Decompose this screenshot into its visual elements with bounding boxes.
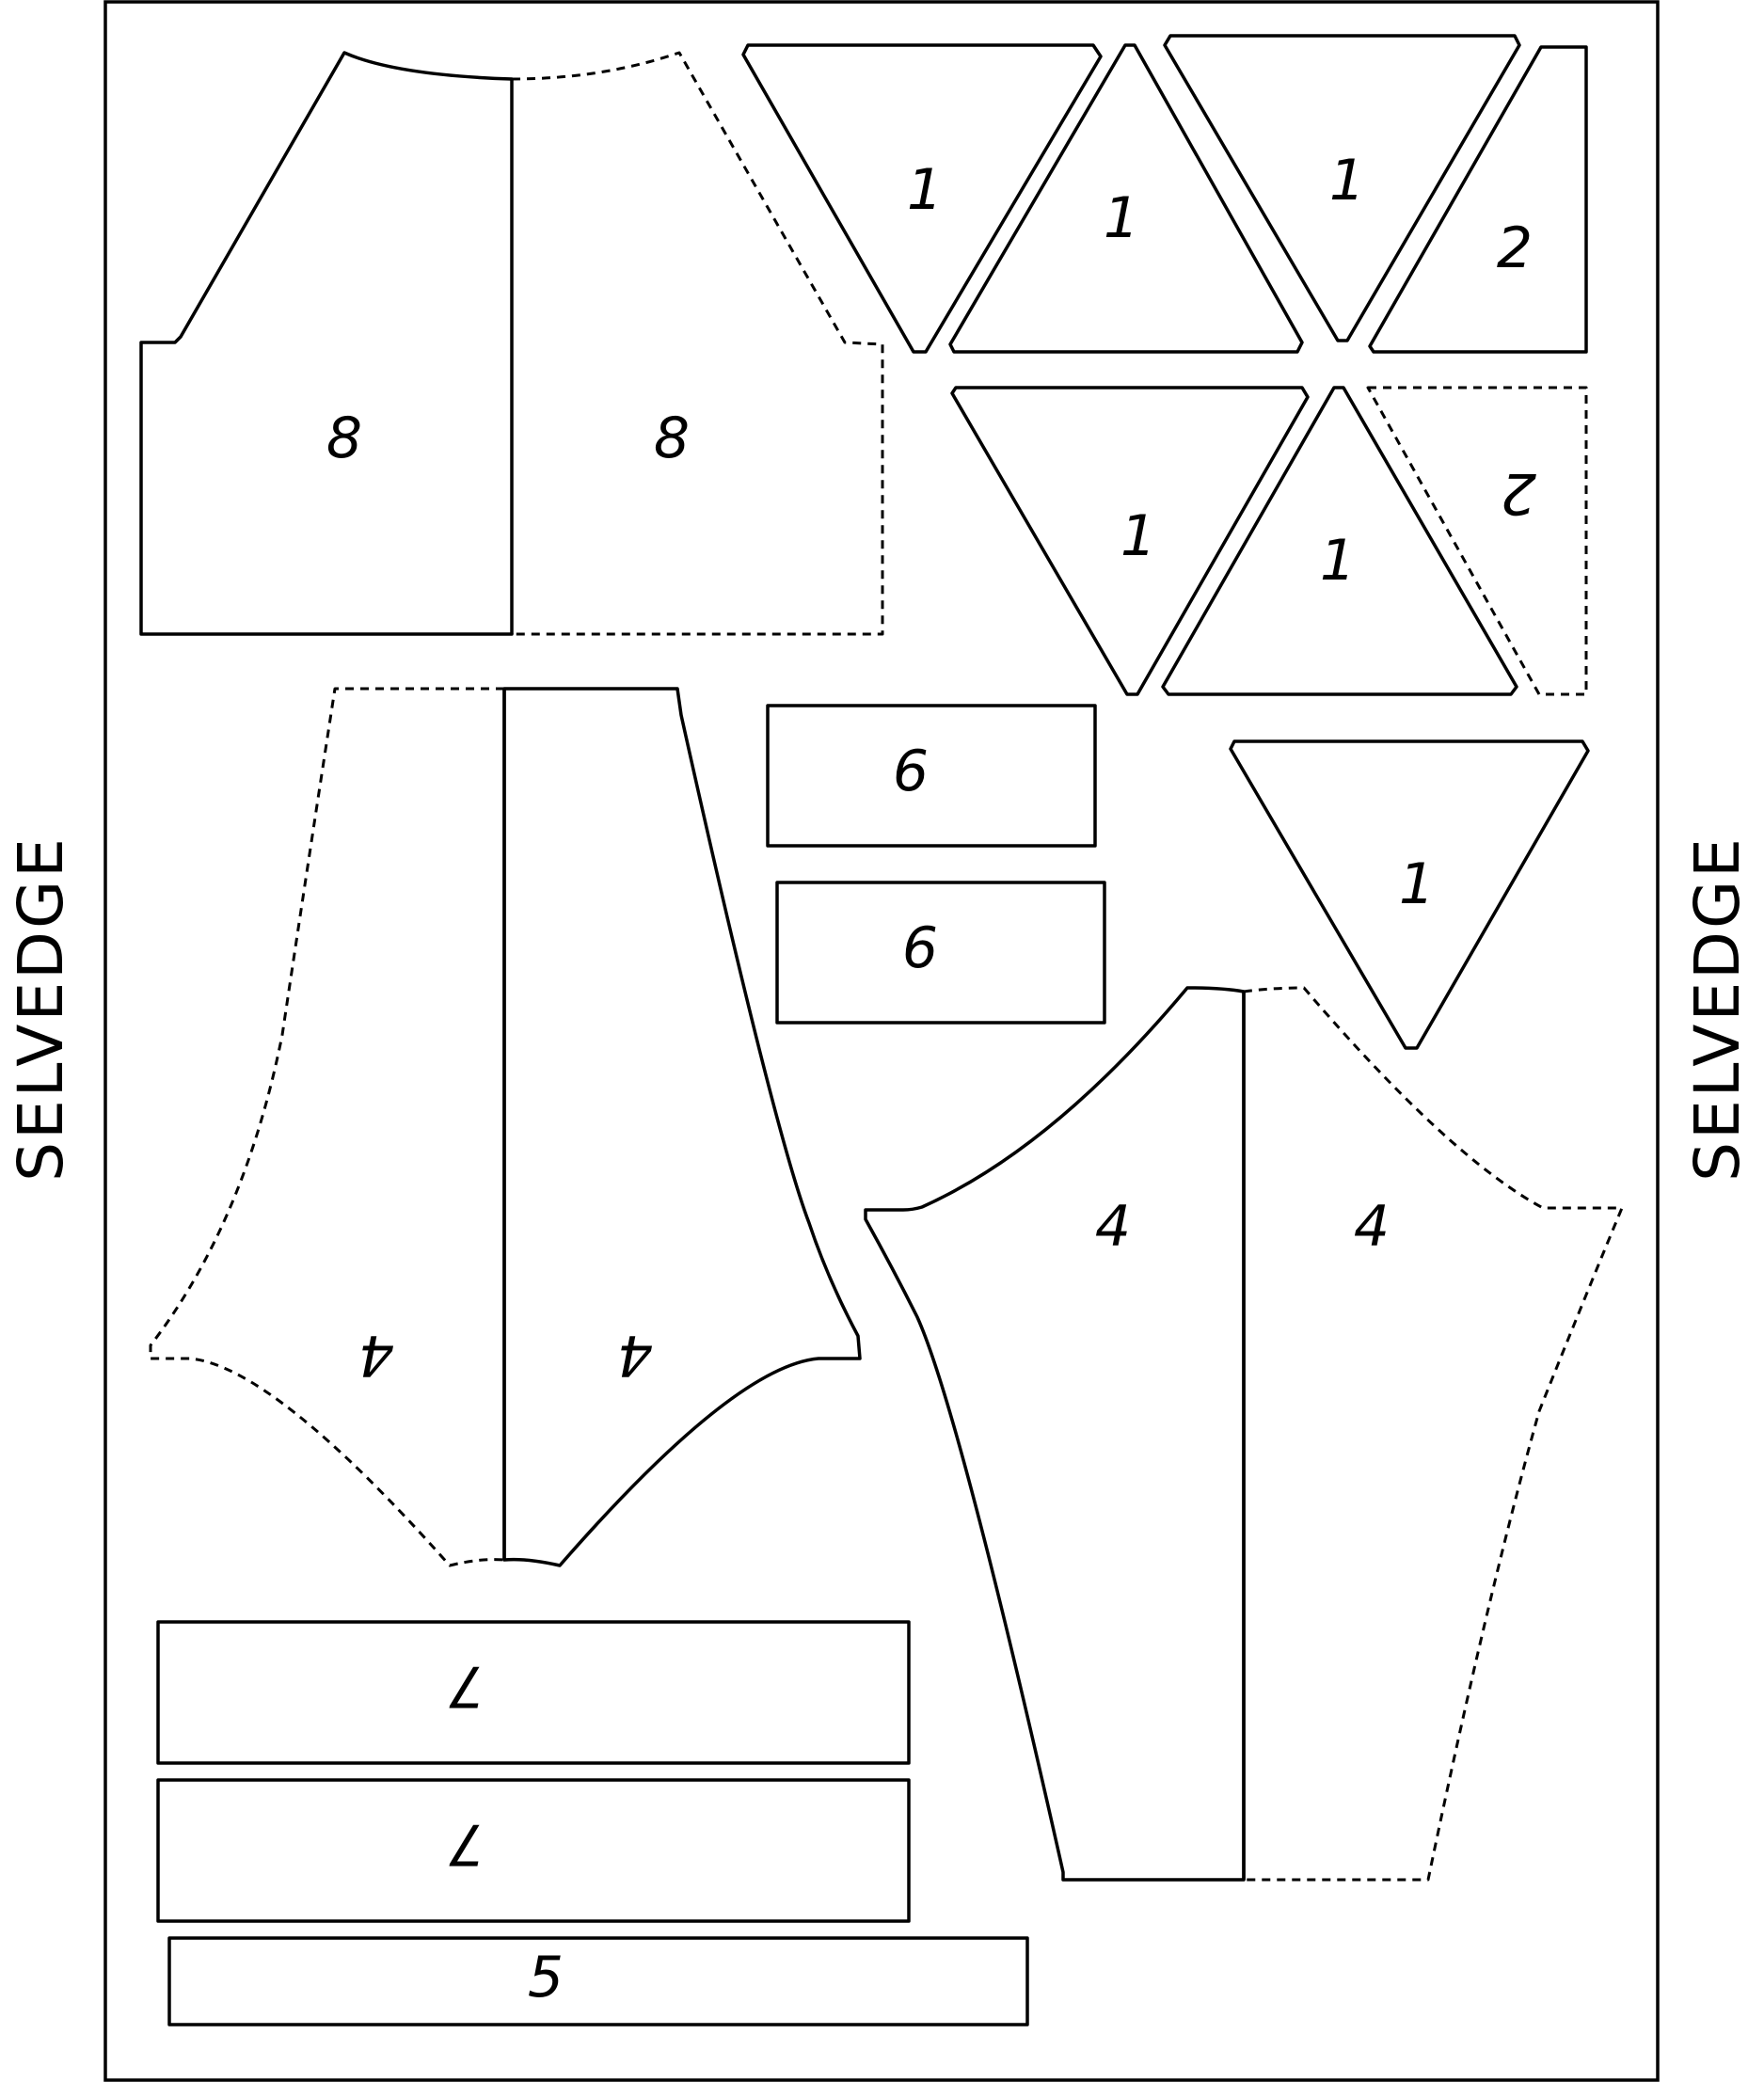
- piece-5-rect: [167, 1936, 1029, 2026]
- piece-1-number-a: 1: [907, 157, 943, 223]
- piece-1-number-f: 1: [1399, 851, 1435, 917]
- piece-6-number-b: 6: [902, 915, 938, 981]
- piece-2-number-a: 2: [1497, 215, 1533, 281]
- piece-2-number-b-upside-down: 2: [1501, 460, 1536, 526]
- piece-1-triangle-e: [1161, 386, 1518, 696]
- piece-4-number-left-b: 4: [617, 1322, 653, 1388]
- piece-1-number-b: 1: [1104, 185, 1139, 251]
- piece-4-right-mirror-dashed: [1243, 986, 1624, 1882]
- piece-8-outline: [139, 51, 514, 636]
- piece-7-number-a-upside-down: 7: [449, 1653, 485, 1719]
- piece-1-number-e: 1: [1320, 528, 1356, 594]
- piece-4-right-group: 4 4: [864, 986, 1624, 1882]
- piece-7-rect-b: [156, 1778, 911, 1923]
- piece-2-half-triangle-a: [1368, 45, 1588, 354]
- piece-4-number-right-b: 4: [1354, 1194, 1390, 1260]
- piece-4-number-left-a: 4: [358, 1322, 394, 1388]
- selvedge-label-left: SELVEDGE: [5, 835, 77, 1182]
- piece-8-number-right: 8: [654, 405, 690, 471]
- selvedge-label-right: SELVEDGE: [1681, 835, 1754, 1182]
- piece-1-triangle-f: [1229, 739, 1590, 1050]
- piece-1-triangle-d: [950, 386, 1310, 696]
- piece-8-group: 8 8: [139, 51, 884, 636]
- piece-4-right-outline: [864, 986, 1246, 1882]
- piece-1-number-c: 1: [1329, 148, 1365, 214]
- fabric-border: [103, 0, 1660, 2082]
- piece-5-number: 5: [528, 1945, 564, 2010]
- piece-4-left-outline: [502, 687, 862, 1567]
- piece-1-number-d: 1: [1120, 503, 1156, 569]
- piece-4-number-right-a: 4: [1095, 1194, 1131, 1260]
- piece-1-triangle-c: [1163, 34, 1521, 342]
- piece-1-triangle-a: [741, 43, 1103, 354]
- piece-6-rect-b: [775, 881, 1106, 1025]
- piece-4-left-mirror-dashed: [149, 687, 505, 1567]
- piece-4-left-group: 4 4: [149, 687, 862, 1567]
- piece-1-triangle-b: [948, 43, 1304, 354]
- piece-8-number-left: 8: [326, 405, 362, 471]
- piece-8-mirror-dashed: [511, 51, 884, 636]
- piece-6-rect-a: [766, 704, 1097, 848]
- piece-6-number-a: 6: [893, 739, 929, 804]
- piece-7-number-b-upside-down: 7: [449, 1811, 485, 1877]
- piece-7-rect-a: [156, 1620, 911, 1765]
